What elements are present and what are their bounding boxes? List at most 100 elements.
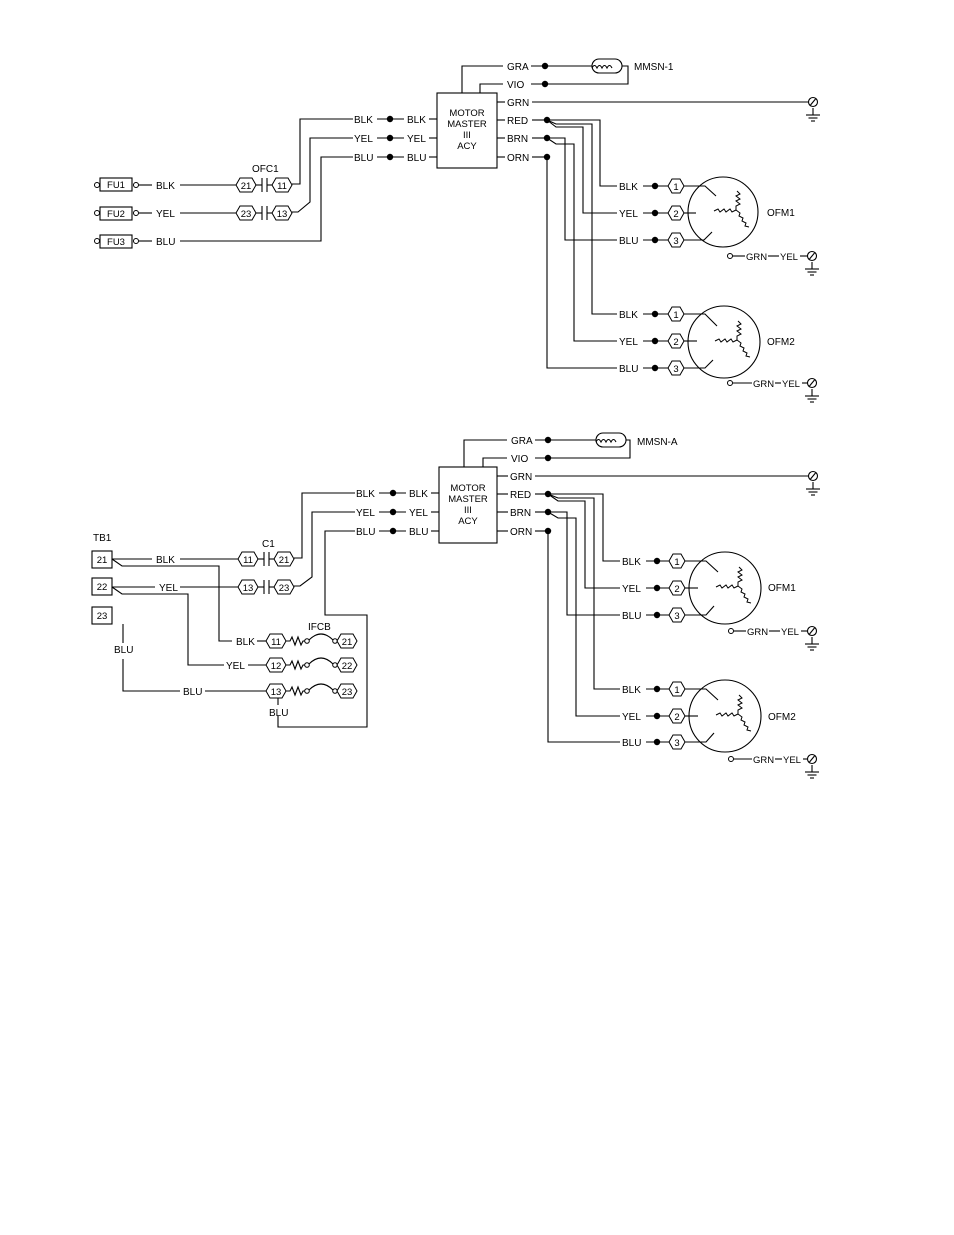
tb1-wire-blk: BLK — [156, 555, 175, 566]
breaker-ifcb-label: IFCB — [308, 622, 331, 633]
ofm1-b-lead-blu: BLU — [622, 611, 641, 622]
bottom-mm-in-yel-left: YEL — [356, 508, 375, 519]
ofc1-term-23: 23 — [241, 209, 252, 220]
motor-master-title-1: MOTOR — [449, 108, 484, 119]
top-mm-in-blk-left: BLK — [354, 115, 373, 126]
ifcb-term-11: 11 — [271, 637, 281, 648]
sensor-mmsn-1-label: MMSN-1 — [634, 62, 674, 73]
ofm2-term-3: 3 — [673, 364, 678, 375]
fuse-fu3: FU3 — [107, 237, 125, 248]
c1-term-23: 23 — [279, 583, 290, 594]
ofm2-lead-yel: YEL — [619, 337, 638, 348]
ofm2-b-ground-grn: GRN — [753, 755, 774, 766]
fuse-fu2: FU2 — [107, 209, 125, 220]
ofm2-lead-blk: BLK — [619, 310, 638, 321]
bottom-mm-in-yel-right: YEL — [409, 508, 428, 519]
ifcb-term-23: 23 — [342, 687, 353, 698]
motor-master-title-3: III — [463, 130, 471, 141]
ofc1-term-13: 13 — [277, 209, 288, 220]
output-gra-label: GRA — [507, 62, 529, 73]
top-mm-in-blu-right: BLU — [407, 153, 426, 164]
ofm1-ground-yel: YEL — [780, 252, 798, 263]
ofm1-motor-bottom — [688, 551, 762, 625]
ofm2-label: OFM2 — [767, 337, 795, 348]
output-b-grn-label: GRN — [510, 472, 532, 483]
ofc1-term-21: 21 — [241, 181, 252, 192]
output-vio-label: VIO — [507, 80, 524, 91]
ofm1-motor — [687, 176, 759, 248]
ofm2-b-lead-yel: YEL — [622, 712, 641, 723]
motor-master-b-title-4: ACY — [458, 516, 478, 527]
tb1-term-23: 23 — [97, 611, 108, 622]
output-grn-label: GRN — [507, 98, 529, 109]
ofm2-b-lead-blu: BLU — [622, 738, 641, 749]
ofm1-lead-blk: BLK — [619, 182, 638, 193]
tb1-label: TB1 — [93, 533, 112, 544]
bottom-mm-in-blk-left: BLK — [356, 489, 375, 500]
ofm1-b-term-2: 2 — [674, 584, 679, 595]
top-mm-in-blu-left: BLU — [354, 153, 373, 164]
output-b-gra-label: GRA — [511, 436, 533, 447]
ofm1-b-lead-yel: YEL — [622, 584, 641, 595]
ofm2-motor — [687, 305, 761, 379]
c1-term-13: 13 — [243, 583, 254, 594]
ofm1-ground-grn: GRN — [746, 252, 767, 263]
top-diagram: MOTOR MASTER III ACY GRA MMSN-1 VIO GRN … — [94, 58, 821, 403]
output-orn-label: ORN — [507, 153, 529, 164]
ofm1-lead-yel: YEL — [619, 209, 638, 220]
c1-term-11: 11 — [243, 555, 253, 566]
contactor-ofc1-label: OFC1 — [252, 164, 279, 175]
ofm2-b-lead-blk: BLK — [622, 685, 641, 696]
bottom-diagram: MOTOR MASTER III ACY GRA MMSN-A VIO GRN … — [91, 432, 821, 779]
sensor-mmsn-a-icon — [595, 432, 627, 448]
output-b-vio-label: VIO — [511, 454, 528, 465]
sensor-mmsn-1-icon — [591, 58, 623, 74]
ifcb-wire-yel: YEL — [226, 661, 245, 672]
ofm2-ground-yel: YEL — [782, 379, 800, 390]
tb1-term-21: 21 — [97, 555, 108, 566]
ofm1-b-lead-blk: BLK — [622, 557, 641, 568]
output-red-label: RED — [507, 116, 528, 127]
bottom-mm-in-blu-right: BLU — [409, 527, 428, 538]
ofm1-label: OFM1 — [767, 208, 795, 219]
ofm1-b-term-1: 1 — [674, 557, 679, 568]
fu3-wire-blu: BLU — [156, 237, 175, 248]
ofm1-term-3: 3 — [673, 236, 678, 247]
ifcb-13-wire-blu: BLU — [269, 708, 288, 719]
motor-master-b-title-3: III — [464, 505, 472, 516]
ofm2-b-label: OFM2 — [768, 712, 796, 723]
fu1-wire-blk: BLK — [156, 181, 175, 192]
motor-master-title-2: MASTER — [447, 119, 487, 130]
ofm2-motor-bottom — [688, 679, 762, 753]
ofm1-lead-blu: BLU — [619, 236, 638, 247]
ofm2-term-2: 2 — [673, 337, 678, 348]
ofm2-b-term-1: 1 — [674, 685, 679, 696]
ofm1-b-ground-yel: YEL — [781, 627, 799, 638]
ofm2-b-ground-yel: YEL — [783, 755, 801, 766]
ofm1-b-label: OFM1 — [768, 583, 796, 594]
bottom-mm-in-blk-right: BLK — [409, 489, 428, 500]
motor-master-b-title-2: MASTER — [448, 494, 488, 505]
ofm1-term-2: 2 — [673, 209, 678, 220]
fuse-fu1: FU1 — [107, 180, 125, 191]
ofm2-ground-grn: GRN — [753, 379, 774, 390]
motor-master-b-title-1: MOTOR — [450, 483, 485, 494]
tb1-23-wire-blu: BLU — [114, 645, 133, 656]
output-b-brn-label: BRN — [510, 508, 531, 519]
bottom-mm-in-blu-left: BLU — [356, 527, 375, 538]
motor-master-box-bottom — [438, 466, 498, 544]
ofm2-b-term-3: 3 — [674, 738, 679, 749]
ofm1-b-term-3: 3 — [674, 611, 679, 622]
ifcb-term-22: 22 — [342, 661, 353, 672]
c1-term-21: 21 — [279, 555, 290, 566]
top-mm-in-yel-left: YEL — [354, 134, 373, 145]
motor-master-title-4: ACY — [457, 141, 477, 152]
ofm2-lead-blu: BLU — [619, 364, 638, 375]
output-brn-label: BRN — [507, 134, 528, 145]
ofm2-b-term-2: 2 — [674, 712, 679, 723]
tb1-term-22: 22 — [97, 582, 108, 593]
sensor-mmsn-a-label: MMSN-A — [637, 437, 678, 448]
ifcb-wire-blk: BLK — [236, 637, 255, 648]
ofm1-b-ground-grn: GRN — [747, 627, 768, 638]
